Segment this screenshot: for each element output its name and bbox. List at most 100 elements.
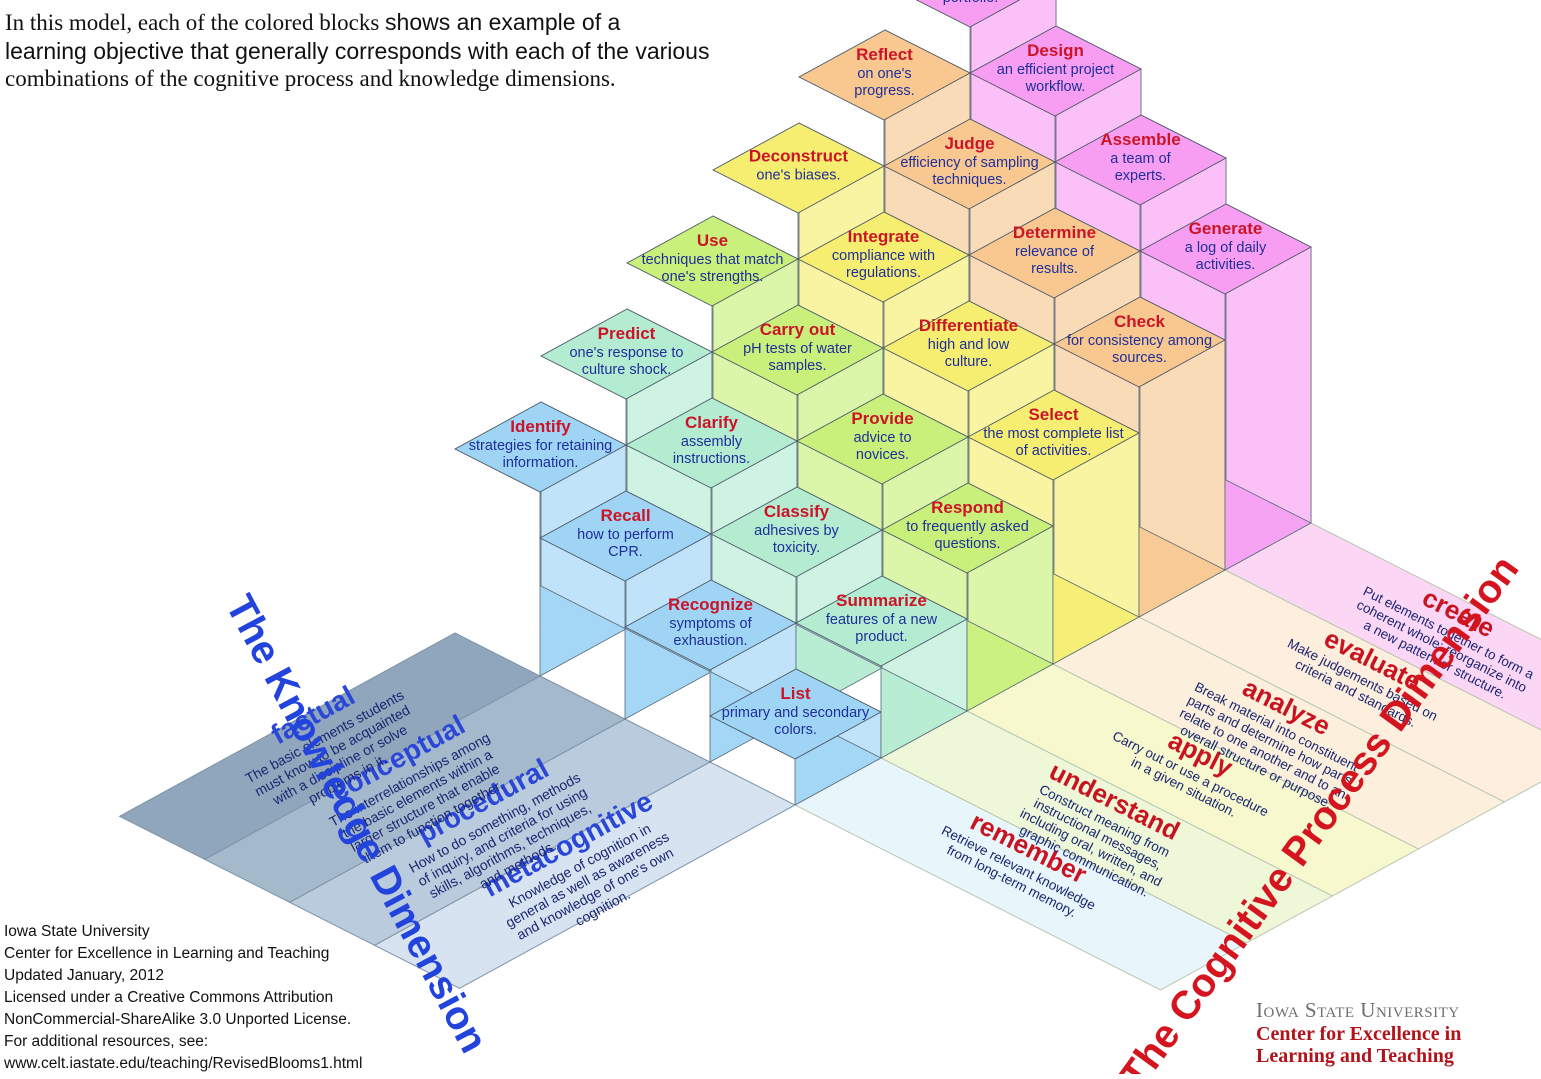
block-objective-line: primary and secondary <box>722 705 870 721</box>
floor-layer <box>118 522 1541 991</box>
block-verb: Check <box>1114 312 1166 331</box>
block-objective-line: samples. <box>768 358 826 374</box>
block-objective-line: portfolio. <box>943 0 999 6</box>
block-top-face <box>624 579 797 671</box>
block-objective-line: compliance with <box>832 248 935 264</box>
block-verb: Recall <box>600 506 650 525</box>
block-verb: Predict <box>598 324 656 343</box>
block-verb: Clarify <box>685 413 738 432</box>
block-objective-line: assembly <box>681 434 743 450</box>
block-objective-line: to frequently asked <box>906 519 1029 535</box>
block-objective-line: culture. <box>945 354 993 370</box>
block-verb: Deconstruct <box>749 147 849 166</box>
block-top-face <box>915 0 1021 28</box>
block-objective-line: relevance of <box>1015 244 1095 260</box>
logo-center-line-1: Center for Excellence in <box>1256 1023 1462 1045</box>
block-top-face <box>626 215 799 307</box>
block-top-face <box>796 393 969 485</box>
credit-line-7: www.celt.iastate.edu/teaching/RevisedBlo… <box>4 1055 363 1072</box>
block-check <box>1053 296 1226 618</box>
credit-line-3: Updated January, 2012 <box>4 967 164 984</box>
block-top-face <box>883 118 1056 210</box>
block-verb: Summarize <box>836 591 927 610</box>
block-objective-line: advice to <box>853 430 911 446</box>
block-verb: Provide <box>851 409 913 428</box>
block-objective-line: of activities. <box>1016 443 1092 459</box>
block-top-face <box>968 207 1141 299</box>
block-objective-line: workflow. <box>1025 79 1086 95</box>
credits-block: Iowa State University Center for Excelle… <box>4 921 484 1075</box>
block-top-face <box>967 389 1140 481</box>
block-objective-line: an efficient project <box>997 62 1114 78</box>
block-top-face <box>540 308 713 400</box>
block-objective-line: a log of daily <box>1185 240 1267 256</box>
block-objective-line: information. <box>503 455 579 471</box>
block-verb: Identify <box>510 417 571 436</box>
block-objective-line: novices. <box>856 447 909 463</box>
block-top-face <box>711 304 884 396</box>
block-objective-line: culture shock. <box>582 362 671 378</box>
block-top-face <box>1139 203 1312 295</box>
block-list <box>709 668 882 806</box>
logo-center-line-2: Learning and Teaching <box>1256 1045 1454 1067</box>
credit-line-1: Iowa State University <box>4 923 150 940</box>
block-top-face <box>969 25 1142 117</box>
block-verb: Differentiate <box>919 316 1018 335</box>
knowledge-floor-strip-factual <box>118 632 542 860</box>
block-verb: Use <box>697 231 728 250</box>
block-objective-line: one's response to <box>569 345 683 361</box>
block-objective-line: features of a new <box>826 612 938 628</box>
block-top-face <box>881 482 1054 574</box>
block-objective-line: one's strengths. <box>662 269 764 285</box>
credit-line-2: Center for Excellence in Learning and Te… <box>4 945 330 962</box>
block-layer <box>454 0 1312 806</box>
block-objective-line: exhaustion. <box>673 633 747 649</box>
block-generate <box>1139 203 1312 571</box>
block-objective-line: adhesives by <box>754 523 839 539</box>
block-respond <box>881 482 1054 712</box>
block-objective-line: on one's <box>857 66 911 82</box>
credit-line-6: For additional resources, see: <box>4 1033 209 1050</box>
block-verb: Select <box>1028 405 1078 424</box>
block-objective-line: sources. <box>1112 350 1167 366</box>
block-top-face <box>625 397 798 489</box>
block-objective-line: symptoms of <box>669 616 752 632</box>
intro-line-1-b: shows an example of a <box>385 9 621 35</box>
block-objective-line: efficiency of sampling <box>900 155 1038 171</box>
block-top-face <box>1053 296 1226 388</box>
intro-text: In this model, each of the colored block… <box>5 8 785 93</box>
block-objective-line: techniques that match <box>642 252 784 268</box>
intro-line-3: combinations of the cognitive process an… <box>5 66 616 91</box>
block-objective-line: techniques. <box>932 172 1006 188</box>
university-logo: Iowa State University Center for Excelle… <box>1256 998 1536 1067</box>
block-objective-line: pH tests of water <box>743 341 852 357</box>
block-verb: Generate <box>1189 219 1263 238</box>
block-objective-line: high and low <box>928 337 1010 353</box>
block-top-face <box>795 575 968 667</box>
block-objective-line: regulations. <box>846 265 921 281</box>
logo-university: Iowa State University <box>1256 998 1460 1022</box>
block-objective-line: a team of <box>1110 151 1171 167</box>
block-verb: Respond <box>931 498 1004 517</box>
block-objective-line: for consistency among <box>1067 333 1212 349</box>
block-verb: Assemble <box>1100 130 1180 149</box>
block-objective-line: product. <box>855 629 907 645</box>
